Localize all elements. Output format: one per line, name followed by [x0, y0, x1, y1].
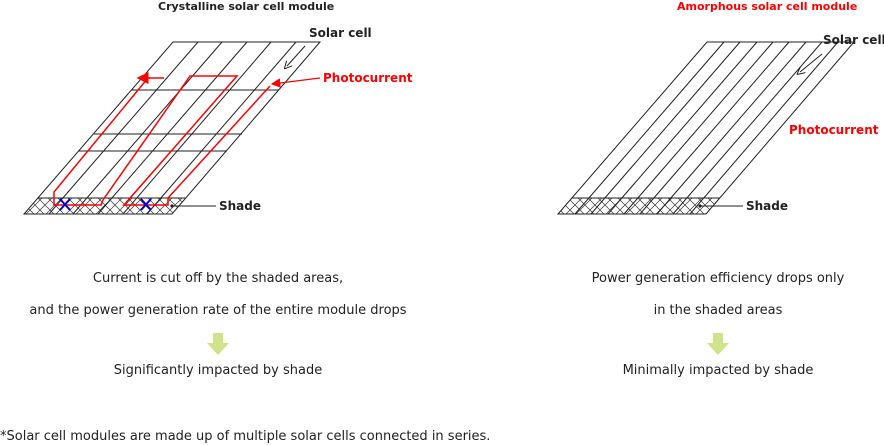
crystalline-module: [22, 41, 322, 215]
right-desc-line2: in the shaded areas: [653, 303, 783, 318]
left-desc-line2: and the power generation rate of the ent…: [29, 303, 407, 318]
left-solar-cell-label: Solar cell: [309, 26, 372, 40]
right-result: Minimally impacted by shade: [622, 363, 814, 378]
cut-marker-2: [140, 198, 152, 211]
amorphous-title: Amorphous solar cell module: [677, 0, 858, 13]
amorphous-module: [556, 41, 856, 215]
right-down-arrow-icon: [707, 333, 729, 355]
left-photocurrent-pointer: [270, 77, 321, 88]
right-solar-cell-label: Solar cell: [823, 33, 884, 47]
right-desc-line1: Power generation efficiency drops only: [591, 271, 845, 286]
left-photocurrent-path: [53, 75, 271, 206]
right-shade-area: [558, 198, 720, 214]
right-module-outline: [556, 41, 856, 215]
left-module-outline: [22, 41, 322, 215]
right-photocurrent-label: Photocurrent: [789, 123, 879, 137]
right-solar-cell-pointer: [800, 53, 823, 72]
left-result: Significantly impacted by shade: [113, 363, 323, 378]
crystalline-title: Crystalline solar cell module: [158, 0, 335, 13]
footnote: *Solar cell modules are made up of multi…: [0, 429, 491, 444]
right-shade-label: Shade: [746, 199, 789, 213]
cut-marker-1: [59, 198, 71, 211]
left-down-arrow-icon: [207, 333, 229, 355]
left-desc-line1: Current is cut off by the shaded areas,: [92, 271, 344, 286]
left-solar-cell-pointer: [287, 45, 306, 66]
left-shade-label: Shade: [219, 199, 262, 213]
left-photocurrent-label: Photocurrent: [323, 71, 413, 85]
